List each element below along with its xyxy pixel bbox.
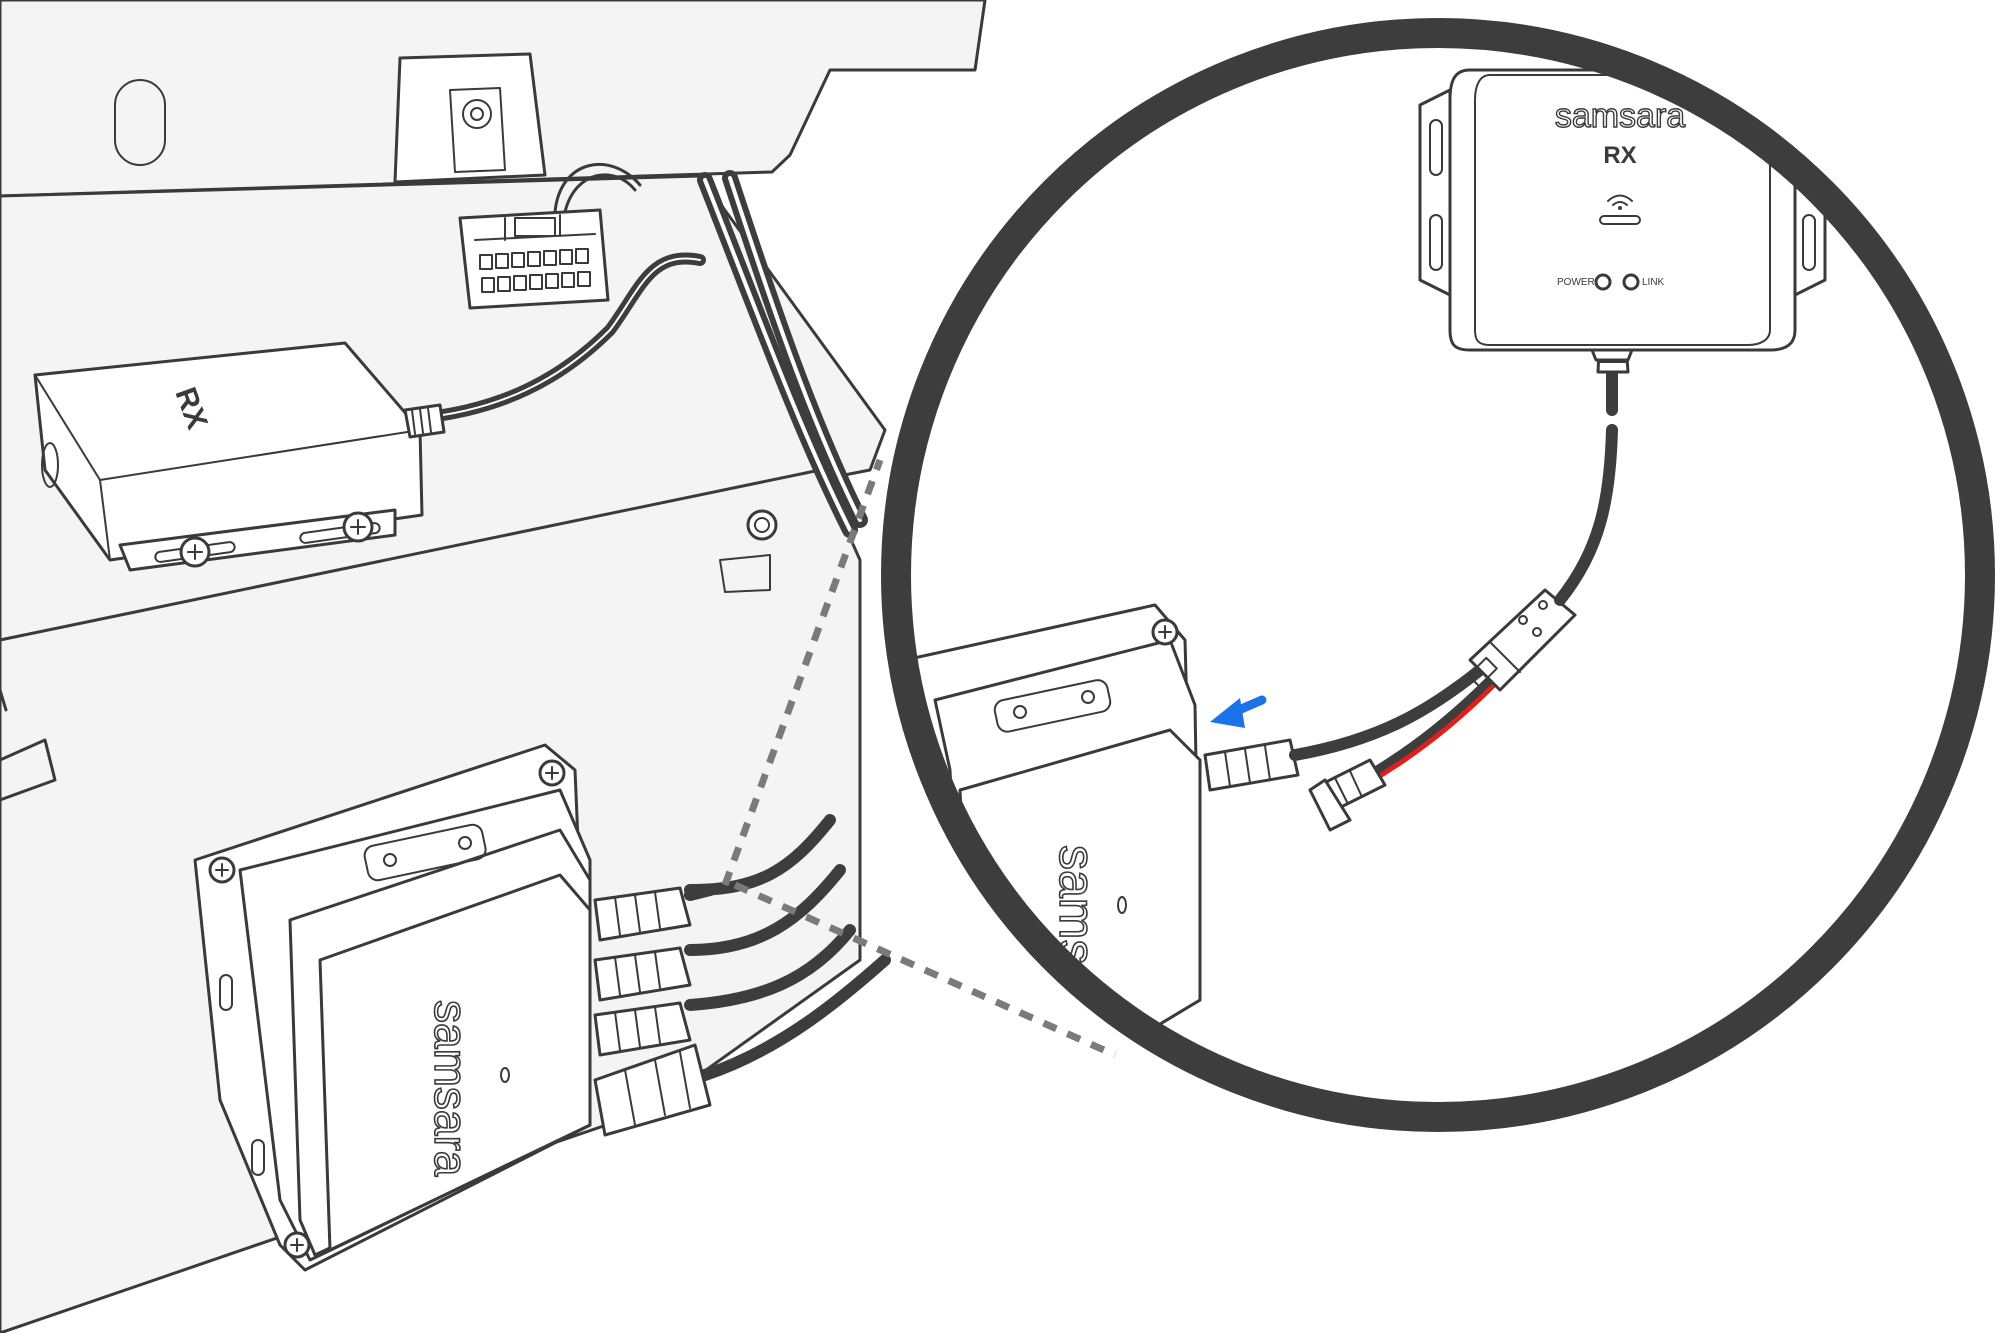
magnifier: samsara	[881, 18, 1995, 1132]
bolt-icon	[746, 509, 778, 541]
gateway-connectors	[593, 886, 712, 1137]
zoom-lines	[721, 458, 1117, 1059]
power-label: POWER	[1557, 277, 1595, 288]
screw-icon	[283, 1231, 311, 1259]
rx-brand-label: samsara	[1555, 97, 1685, 135]
wireless-signal-icon	[1599, 194, 1641, 225]
gateway-device: samsara	[193, 743, 712, 1272]
rx-module-main: samsara RX POWER LINK	[1418, 68, 1827, 362]
screw-icon	[208, 856, 236, 884]
screw-icon	[1151, 618, 1179, 646]
rx-module-small: RX	[33, 341, 446, 572]
screw-icon	[538, 759, 566, 787]
link-led	[1622, 273, 1640, 291]
screw-icon	[342, 511, 374, 543]
blue-arrow-icon	[1210, 695, 1267, 728]
gateway-cables	[684, 814, 891, 1081]
screw-icon	[179, 536, 211, 568]
power-led	[1594, 273, 1612, 291]
harness-cables	[697, 170, 868, 538]
rx-label-main: RX	[1603, 142, 1636, 169]
obd-connector	[458, 162, 642, 310]
gateway-brand-label: samsara	[425, 1000, 477, 1177]
link-label: LINK	[1642, 277, 1665, 288]
